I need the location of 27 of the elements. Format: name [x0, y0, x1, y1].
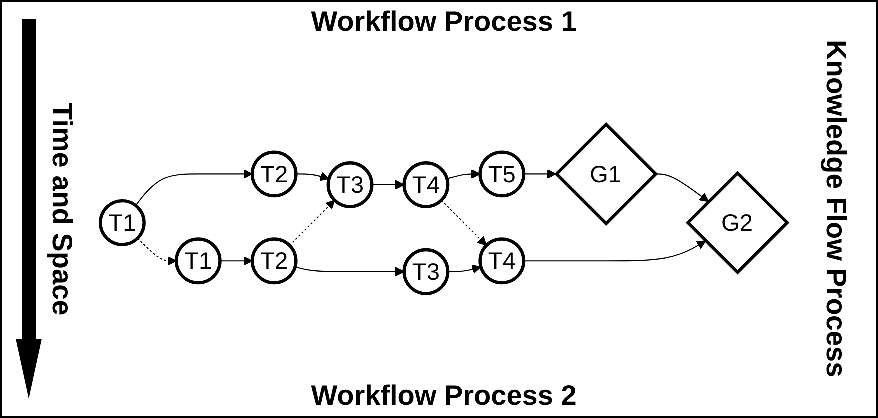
node-circle: T1 — [174, 238, 222, 284]
node-circle: T4 — [402, 161, 450, 208]
arrow — [289, 200, 336, 246]
process-label: Knowledge Flow Process — [820, 40, 852, 378]
arrow — [296, 172, 330, 182]
arrow — [524, 169, 557, 179]
arrow — [135, 169, 253, 206]
node-circle: T2 — [250, 150, 298, 198]
node-circle: T3 — [326, 161, 374, 208]
arrow — [372, 180, 405, 190]
node-circle: T2 — [250, 238, 298, 284]
arrow — [448, 264, 482, 274]
arrow — [447, 169, 481, 180]
node-circle: T3 — [402, 248, 450, 296]
arrow — [137, 238, 177, 266]
arrow — [524, 240, 706, 262]
node-diamond: G2 — [686, 170, 790, 275]
node-circle: T5 — [478, 150, 526, 198]
axis-label: Time and Space — [46, 102, 78, 316]
node-diamond: G1 — [554, 122, 658, 226]
process-title: Workflow Process 2 — [311, 380, 577, 412]
node-circle: T4 — [478, 238, 526, 284]
arrow — [295, 266, 405, 276]
process-title: Workflow Process 1 — [311, 6, 577, 38]
arrow — [655, 174, 710, 202]
arrow — [220, 256, 253, 266]
node-circle: T1 — [99, 199, 146, 246]
